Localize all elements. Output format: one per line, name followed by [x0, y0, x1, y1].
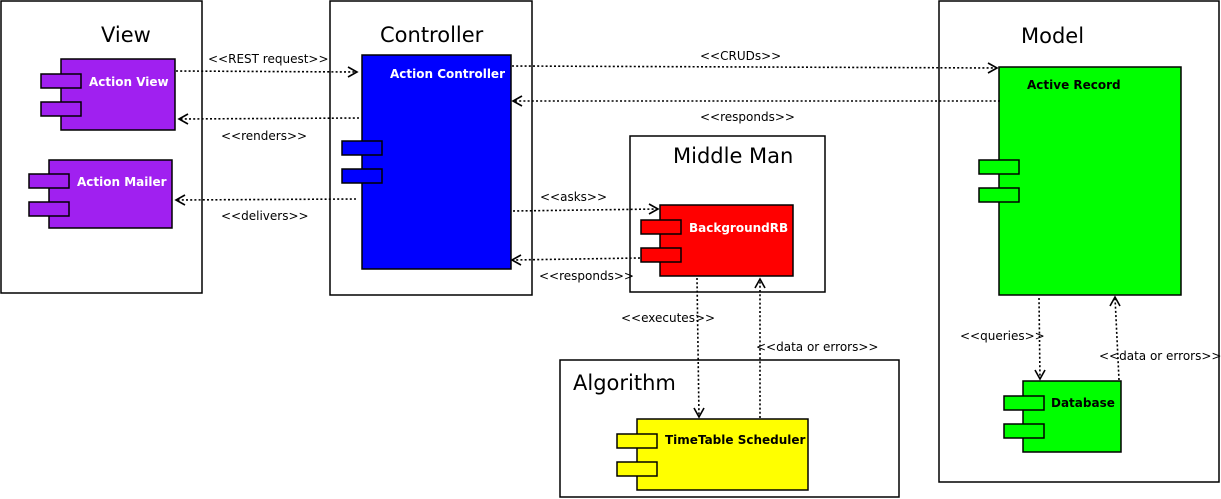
component-tab-icon: [640, 247, 682, 263]
active-record-body: [998, 66, 1182, 296]
component-tab-icon: [1003, 423, 1045, 439]
database-body: [1022, 380, 1122, 453]
component-tab-icon: [341, 168, 383, 184]
label-asks: <<asks>>: [540, 190, 607, 204]
edge-data-or-errors-algo: [754, 277, 766, 418]
component-tab-icon: [28, 173, 70, 189]
edge-delivers: [174, 194, 357, 206]
edge-renders: [177, 113, 360, 125]
background-rb-body: [659, 204, 794, 277]
component-tab-icon: [978, 159, 1020, 175]
label-rest-request: <<REST request>>: [208, 52, 329, 66]
label-responds-model: <<responds>>: [700, 110, 795, 124]
package-algorithm-title: Algorithm: [573, 371, 676, 395]
package-view-title: View: [101, 23, 151, 47]
background-rb-label: BackgroundRB: [689, 221, 788, 235]
action-controller-body: [361, 54, 512, 270]
package-view-frame: [0, 0, 203, 294]
timetable-scheduler-label: TimeTable Scheduler: [665, 433, 806, 447]
action-controller-label: Action Controller: [390, 67, 505, 81]
package-controller-title: Controller: [380, 23, 484, 47]
label-executes: <<executes>>: [621, 311, 715, 325]
edge-asks: [512, 203, 660, 215]
component-tab-icon: [616, 433, 658, 449]
component-background-rb: BackgroundRB: [640, 204, 794, 277]
label-queries: <<queries>>: [960, 329, 1045, 343]
component-tab-icon: [640, 219, 682, 235]
package-model-title: Model: [1021, 24, 1084, 48]
edge-rest-request: [175, 66, 359, 78]
component-tab-icon: [978, 187, 1020, 203]
edge-queries: [1034, 297, 1046, 381]
edge-cruds: [511, 62, 999, 74]
component-tab-icon: [1003, 395, 1045, 411]
label-delivers: <<delivers>>: [221, 209, 309, 223]
component-database: Database: [1003, 380, 1122, 453]
edge-responds-model: [511, 95, 1000, 107]
component-timetable-scheduler: TimeTable Scheduler: [616, 418, 809, 491]
component-active-record: Active Record: [978, 66, 1182, 296]
label-data-or-errors-algo: <<data or errors>>: [756, 340, 878, 354]
active-record-label: Active Record: [1027, 78, 1121, 92]
label-data-or-errors-db: <<data or errors>>: [1099, 349, 1221, 363]
edge-data-or-errors-db: [1109, 295, 1121, 381]
component-tab-icon: [616, 461, 658, 477]
label-renders: <<renders>>: [221, 129, 307, 143]
action-mailer-body: [48, 159, 173, 229]
component-tab-icon: [28, 201, 70, 217]
component-tab-icon: [341, 140, 383, 156]
component-action-controller: Action Controller: [341, 54, 512, 270]
component-action-view: Action View: [40, 58, 176, 131]
component-action-mailer: Action Mailer: [28, 159, 173, 229]
component-tab-icon: [40, 73, 82, 89]
component-tab-icon: [40, 101, 82, 117]
timetable-scheduler-body: [636, 418, 809, 491]
package-middle-man-title: Middle Man: [673, 144, 793, 168]
edge-responds-mm: [510, 254, 641, 266]
database-label: Database: [1051, 396, 1115, 410]
action-view-body: [60, 58, 176, 131]
action-view-label: Action View: [89, 75, 169, 89]
package-view: View: [0, 0, 203, 294]
edge-executes: [693, 277, 705, 419]
label-cruds: <<CRUDs>>: [700, 49, 781, 63]
label-responds-mm: <<responds>>: [539, 269, 634, 283]
action-mailer-label: Action Mailer: [77, 175, 167, 189]
